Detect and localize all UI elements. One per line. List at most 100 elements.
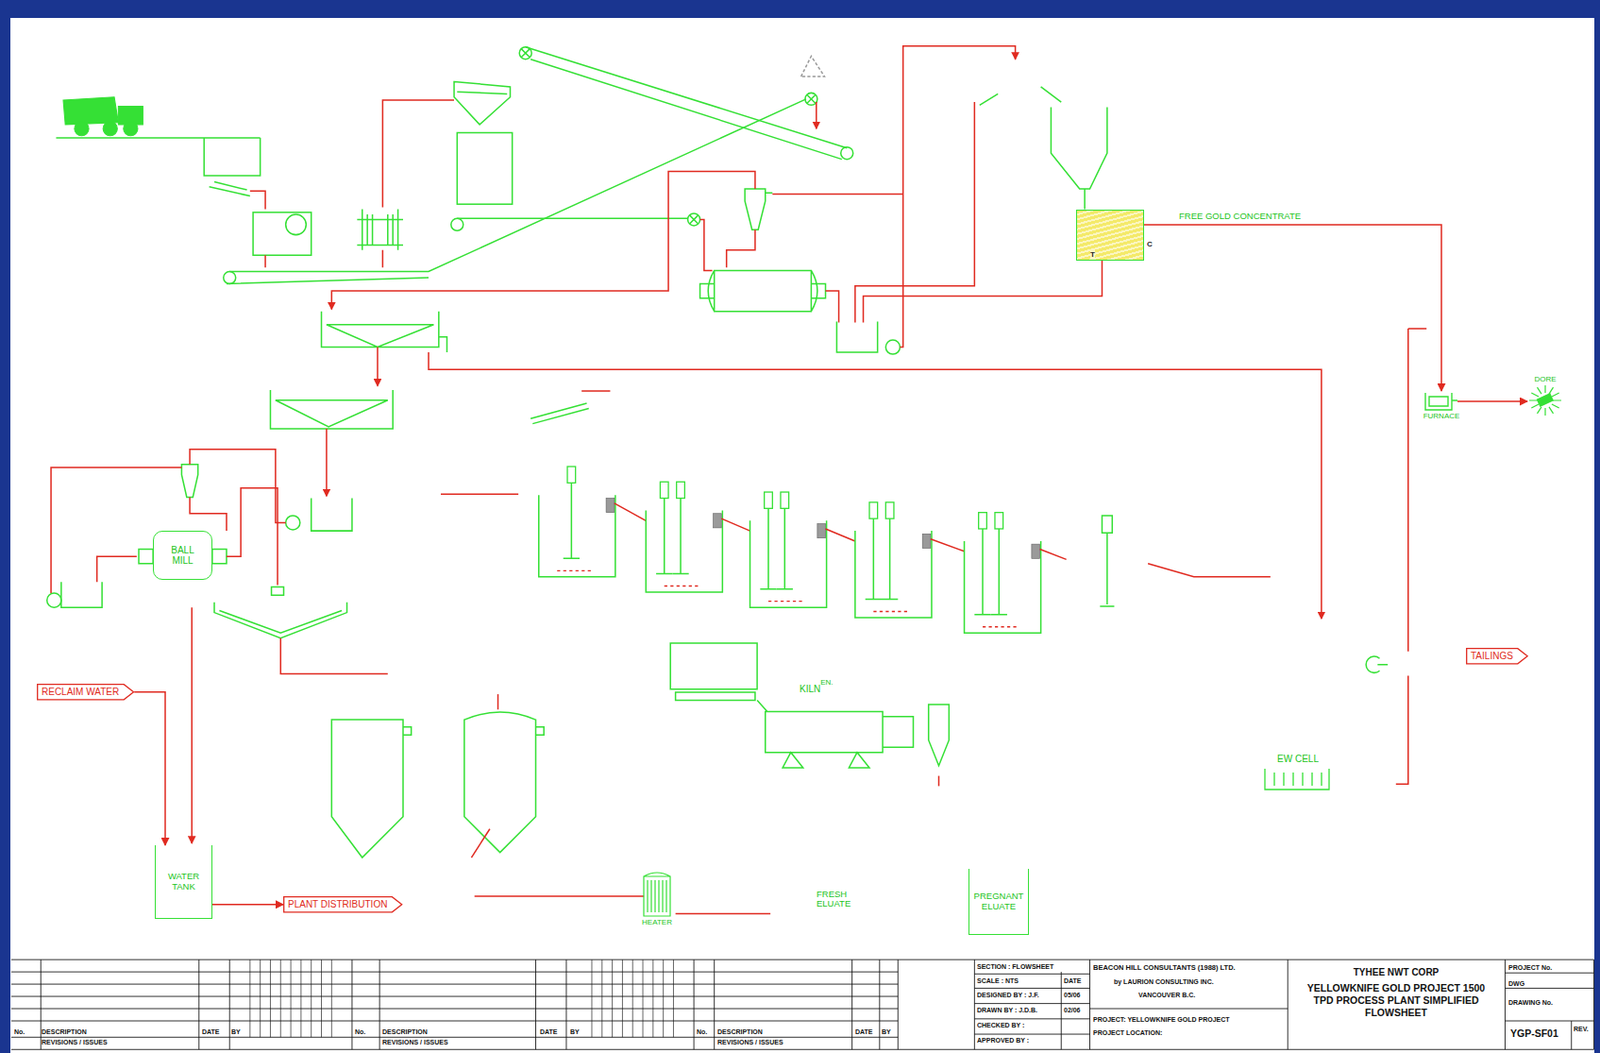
green-equipment: [1050, 107, 1107, 210]
revision-tick: [642, 959, 644, 1037]
green-equipment: [807, 95, 816, 104]
leach-tank-train: [538, 466, 1067, 633]
stream-flag-label: RECLAIM WATER: [41, 686, 119, 698]
kiln-label: KILN: [799, 683, 821, 695]
agitator-motor: [764, 491, 774, 508]
furnace-vessel: [1417, 390, 1466, 412]
drawing-sheet: [10, 17, 1595, 1053]
drawing-note: CHECKED BY :: [976, 1021, 1025, 1029]
aeration-sparger: [768, 600, 806, 602]
green-equipment: [521, 47, 847, 160]
drawing-note: VANCOUVER B.C.: [1138, 991, 1196, 999]
green-equipment: [670, 642, 758, 701]
tank-wall: [645, 510, 723, 592]
green-equipment: [451, 218, 464, 231]
red-process-lines: [899, 46, 1015, 348]
agitator-motor: [567, 466, 576, 483]
revision-columns: [250, 959, 674, 1037]
red-process-lines: [50, 46, 1427, 914]
red-process-lines: [382, 100, 455, 268]
green-equipment: [744, 188, 773, 230]
tank-wall: [855, 530, 932, 618]
revision-tick: [590, 959, 592, 1037]
drawing-note: DATE: [855, 1027, 874, 1036]
revision-tick: [320, 959, 322, 1037]
green-equipment: [464, 711, 544, 853]
agitator-shaft: [656, 498, 673, 574]
green-equipment: [757, 700, 949, 768]
agitator-shaft: [865, 518, 882, 599]
drawing-note: DRAWN BY : J.D.B.: [976, 1006, 1038, 1014]
revision-tick: [249, 959, 251, 1037]
green-equipment: [214, 602, 348, 639]
agitator-shaft: [776, 507, 793, 589]
heater-exchanger: [630, 870, 684, 918]
red-process-lines: [97, 555, 137, 582]
red-process-lines: [325, 428, 328, 496]
revision-tick: [269, 959, 271, 1037]
drawing-note: REV.: [1573, 1025, 1589, 1034]
revision-tick: [310, 959, 312, 1037]
dore-rays: [1529, 385, 1562, 416]
agitator-shaft: [974, 528, 991, 615]
green-equipment: [454, 81, 510, 124]
drawing-note: DESIGNED BY : J.F.: [976, 991, 1040, 999]
process-stream: [1457, 400, 1528, 403]
title-block-grid: [974, 972, 1594, 1034]
title-block-grid: [11, 971, 898, 1037]
green-equipment: [841, 147, 854, 160]
revision-tick: [290, 959, 292, 1037]
green-equipment: [331, 719, 411, 858]
drawing-note: BY: [881, 1027, 892, 1036]
aeration-sparger: [873, 610, 910, 612]
red-process-lines: [376, 347, 379, 387]
furnace-outline: [1425, 392, 1458, 410]
red-process-lines: [471, 828, 489, 858]
revision-tick: [259, 959, 261, 1037]
drawing-note: FRESH ELUATE: [816, 889, 859, 910]
equipment-node: WATER TANK: [154, 844, 213, 919]
revision-tick: [622, 959, 624, 1037]
drawing-note: No.: [696, 1027, 708, 1036]
green-equipment: [836, 321, 877, 353]
drawing-note: DRAWING No.: [1508, 998, 1553, 1008]
agitator-motor: [885, 502, 894, 519]
equipment-node: HEATER: [630, 870, 684, 927]
red-process-lines: [700, 218, 713, 270]
red-process-lines: [772, 193, 903, 196]
interstage-screen: [606, 498, 615, 513]
green-equipment: [286, 515, 301, 530]
drawing-note: DESCRIPTION: [717, 1027, 763, 1036]
agitator-shaft: [881, 518, 898, 599]
green-equipment: [1365, 656, 1388, 673]
equipment-node: FURNACE: [1417, 390, 1466, 421]
process-stream: [134, 691, 166, 845]
haul-truck: [74, 121, 89, 136]
drawing-note: DATE: [539, 1027, 558, 1036]
green-equipment: [55, 137, 260, 176]
revision-tick: [331, 959, 333, 1037]
drawing-note: DWG: [1508, 979, 1525, 989]
red-process-lines: [474, 894, 644, 897]
red-process-lines: [189, 449, 287, 523]
green-equipment: [321, 311, 448, 353]
stream-label: FREE GOLD CONCENTRATE: [1177, 211, 1303, 221]
green-equipment: [456, 218, 688, 220]
furnace-label: FURNACE: [1417, 411, 1466, 421]
equipment-node: DORE: [1521, 374, 1569, 418]
drawing-note: YGP-SF01: [1510, 1027, 1559, 1040]
haul-truck: [102, 121, 118, 136]
agitator-motor: [659, 481, 669, 498]
title-block-grid: [11, 959, 1595, 1049]
red-process-lines: [726, 229, 756, 268]
green-equipment: [885, 339, 900, 354]
heater-label: HEATER: [630, 917, 684, 927]
red-process-lines: [331, 171, 756, 310]
green-equipment: [286, 214, 307, 236]
red-process-lines: [855, 101, 975, 322]
red-process-lines: [863, 260, 1103, 323]
drawing-note: 05/06: [1063, 991, 1081, 999]
